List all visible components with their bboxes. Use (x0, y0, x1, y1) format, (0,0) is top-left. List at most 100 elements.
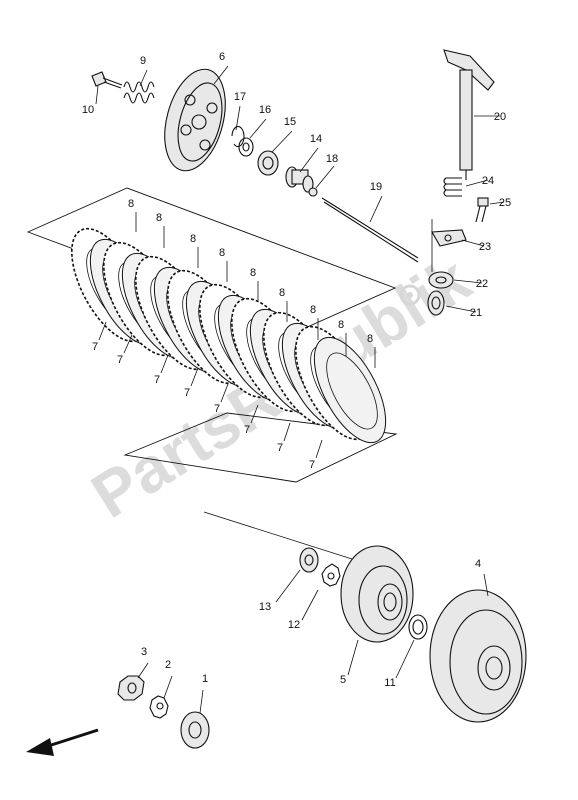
part-number-label: 18 (326, 153, 338, 165)
part-10-bolt (91, 71, 123, 89)
leader-line-p19 (369, 195, 383, 223)
part-5-clutch-boss (340, 545, 414, 643)
part-12-lock-washer (321, 563, 341, 587)
leader-line-p16 (249, 118, 267, 139)
part-9-spring (123, 81, 155, 104)
part-18-ball (308, 187, 318, 197)
part-4-clutch-housing (429, 589, 527, 723)
part-2-lock-washer (149, 695, 169, 719)
part-number-label: 7 (244, 424, 250, 436)
part-number-label: 4 (475, 558, 481, 570)
part-number-label: 8 (128, 198, 134, 210)
leader-line-p14 (299, 147, 319, 173)
leader-line-p3 (137, 662, 149, 679)
part-number-label: 12 (288, 619, 300, 631)
part-number-label: 16 (259, 104, 271, 116)
part-17-circlip (231, 125, 245, 148)
leader-line-p17 (235, 105, 241, 131)
part-1-gear (180, 711, 210, 749)
part-number-label: 7 (117, 354, 123, 366)
leader-line-p13 (275, 569, 301, 603)
part-number-label: 6 (219, 51, 225, 63)
plate-bore (326, 352, 378, 430)
part-number-label: 7 (154, 374, 160, 386)
part-number-label: 7 (214, 403, 220, 415)
part-number-label: 7 (277, 442, 283, 454)
part-number-label: 19 (370, 181, 382, 193)
part-19-push-rod (321, 197, 419, 263)
part-number-label: 5 (340, 674, 346, 686)
part-3-nut (117, 675, 145, 701)
part-number-label: 24 (482, 175, 494, 187)
part-number-label: 25 (499, 197, 511, 209)
part-23-plate (431, 229, 467, 247)
part-number-label: 11 (384, 677, 395, 689)
leader-line-p7g (283, 422, 291, 442)
part-number-label: 22 (476, 278, 488, 290)
part-20-push-lever-shaft (443, 49, 495, 180)
leader-line-p7e (220, 383, 229, 403)
leader-line-p22 (453, 279, 483, 284)
part-number-label: 8 (190, 233, 196, 245)
part-21-bushing (427, 290, 445, 316)
leader-line-p21 (445, 305, 477, 313)
part-25-bolt (475, 197, 489, 223)
part-number-label: 3 (141, 646, 147, 658)
part-number-label: 8 (338, 319, 344, 331)
leader-line-p18 (315, 165, 335, 189)
leader-line-p24 (465, 179, 489, 187)
part-number-label: 7 (184, 387, 190, 399)
leader-line-p5 (347, 639, 359, 676)
leader-line-p7d (190, 367, 199, 387)
part-number-label: 8 (219, 247, 225, 259)
steel-plate (313, 336, 387, 444)
part-callouts: 1234567777777788888888891011121314151617… (82, 51, 511, 714)
leader-line-p23 (461, 239, 485, 247)
part-number-label: 8 (310, 304, 316, 316)
part-number-label: 7 (309, 459, 315, 471)
leader-line-p25 (489, 201, 505, 205)
part-number-label: 21 (470, 307, 482, 319)
part-number-label: 10 (82, 104, 94, 116)
part-number-label: 15 (284, 116, 296, 128)
part-number-label: 7 (92, 341, 98, 353)
leader-line-p2 (163, 675, 173, 699)
part-24-spring (443, 177, 462, 197)
leader-line-p11 (395, 639, 415, 679)
leader-line-p12 (301, 589, 319, 621)
leader-line-p7a (98, 321, 107, 341)
part-11-washer (408, 614, 428, 640)
part-number-label: 8 (367, 333, 373, 345)
part-15-bearing (257, 150, 279, 176)
part-13-washer (299, 547, 319, 573)
leader-line-p15 (271, 130, 293, 153)
part-14-push-rod (285, 166, 314, 193)
part-number-label: 8 (250, 267, 256, 279)
part-number-label: 20 (494, 111, 506, 123)
part-number-label: 9 (140, 55, 146, 67)
clutch-plates (71, 227, 387, 444)
part-number-label: 2 (165, 659, 171, 671)
leader-line-p6 (213, 65, 229, 85)
leader-line-p4 (483, 573, 489, 597)
leader-line-p7c (160, 354, 169, 374)
part-number-label: 23 (479, 241, 491, 253)
part-number-label: 1 (202, 673, 208, 685)
leader-line-p7b (123, 334, 133, 354)
watermark-gear-icon (399, 284, 421, 306)
part-16-washer (238, 137, 254, 157)
leader-line-p7f (250, 404, 259, 424)
part-number-label: 17 (234, 91, 246, 103)
part-number-label: 14 (310, 133, 322, 145)
part-6-pressure-plate (164, 68, 226, 172)
part-22-oil-seal (428, 271, 454, 289)
leader-line-p7h (315, 439, 323, 459)
part-number-label: 13 (259, 601, 271, 613)
part-number-label: 8 (156, 212, 162, 224)
leader-line-p9 (139, 69, 148, 87)
arrow-left-down-icon (26, 728, 99, 756)
plate-stack-lower-frame (123, 412, 398, 483)
leader-line-p1 (199, 689, 204, 714)
part-number-label: 8 (279, 287, 285, 299)
